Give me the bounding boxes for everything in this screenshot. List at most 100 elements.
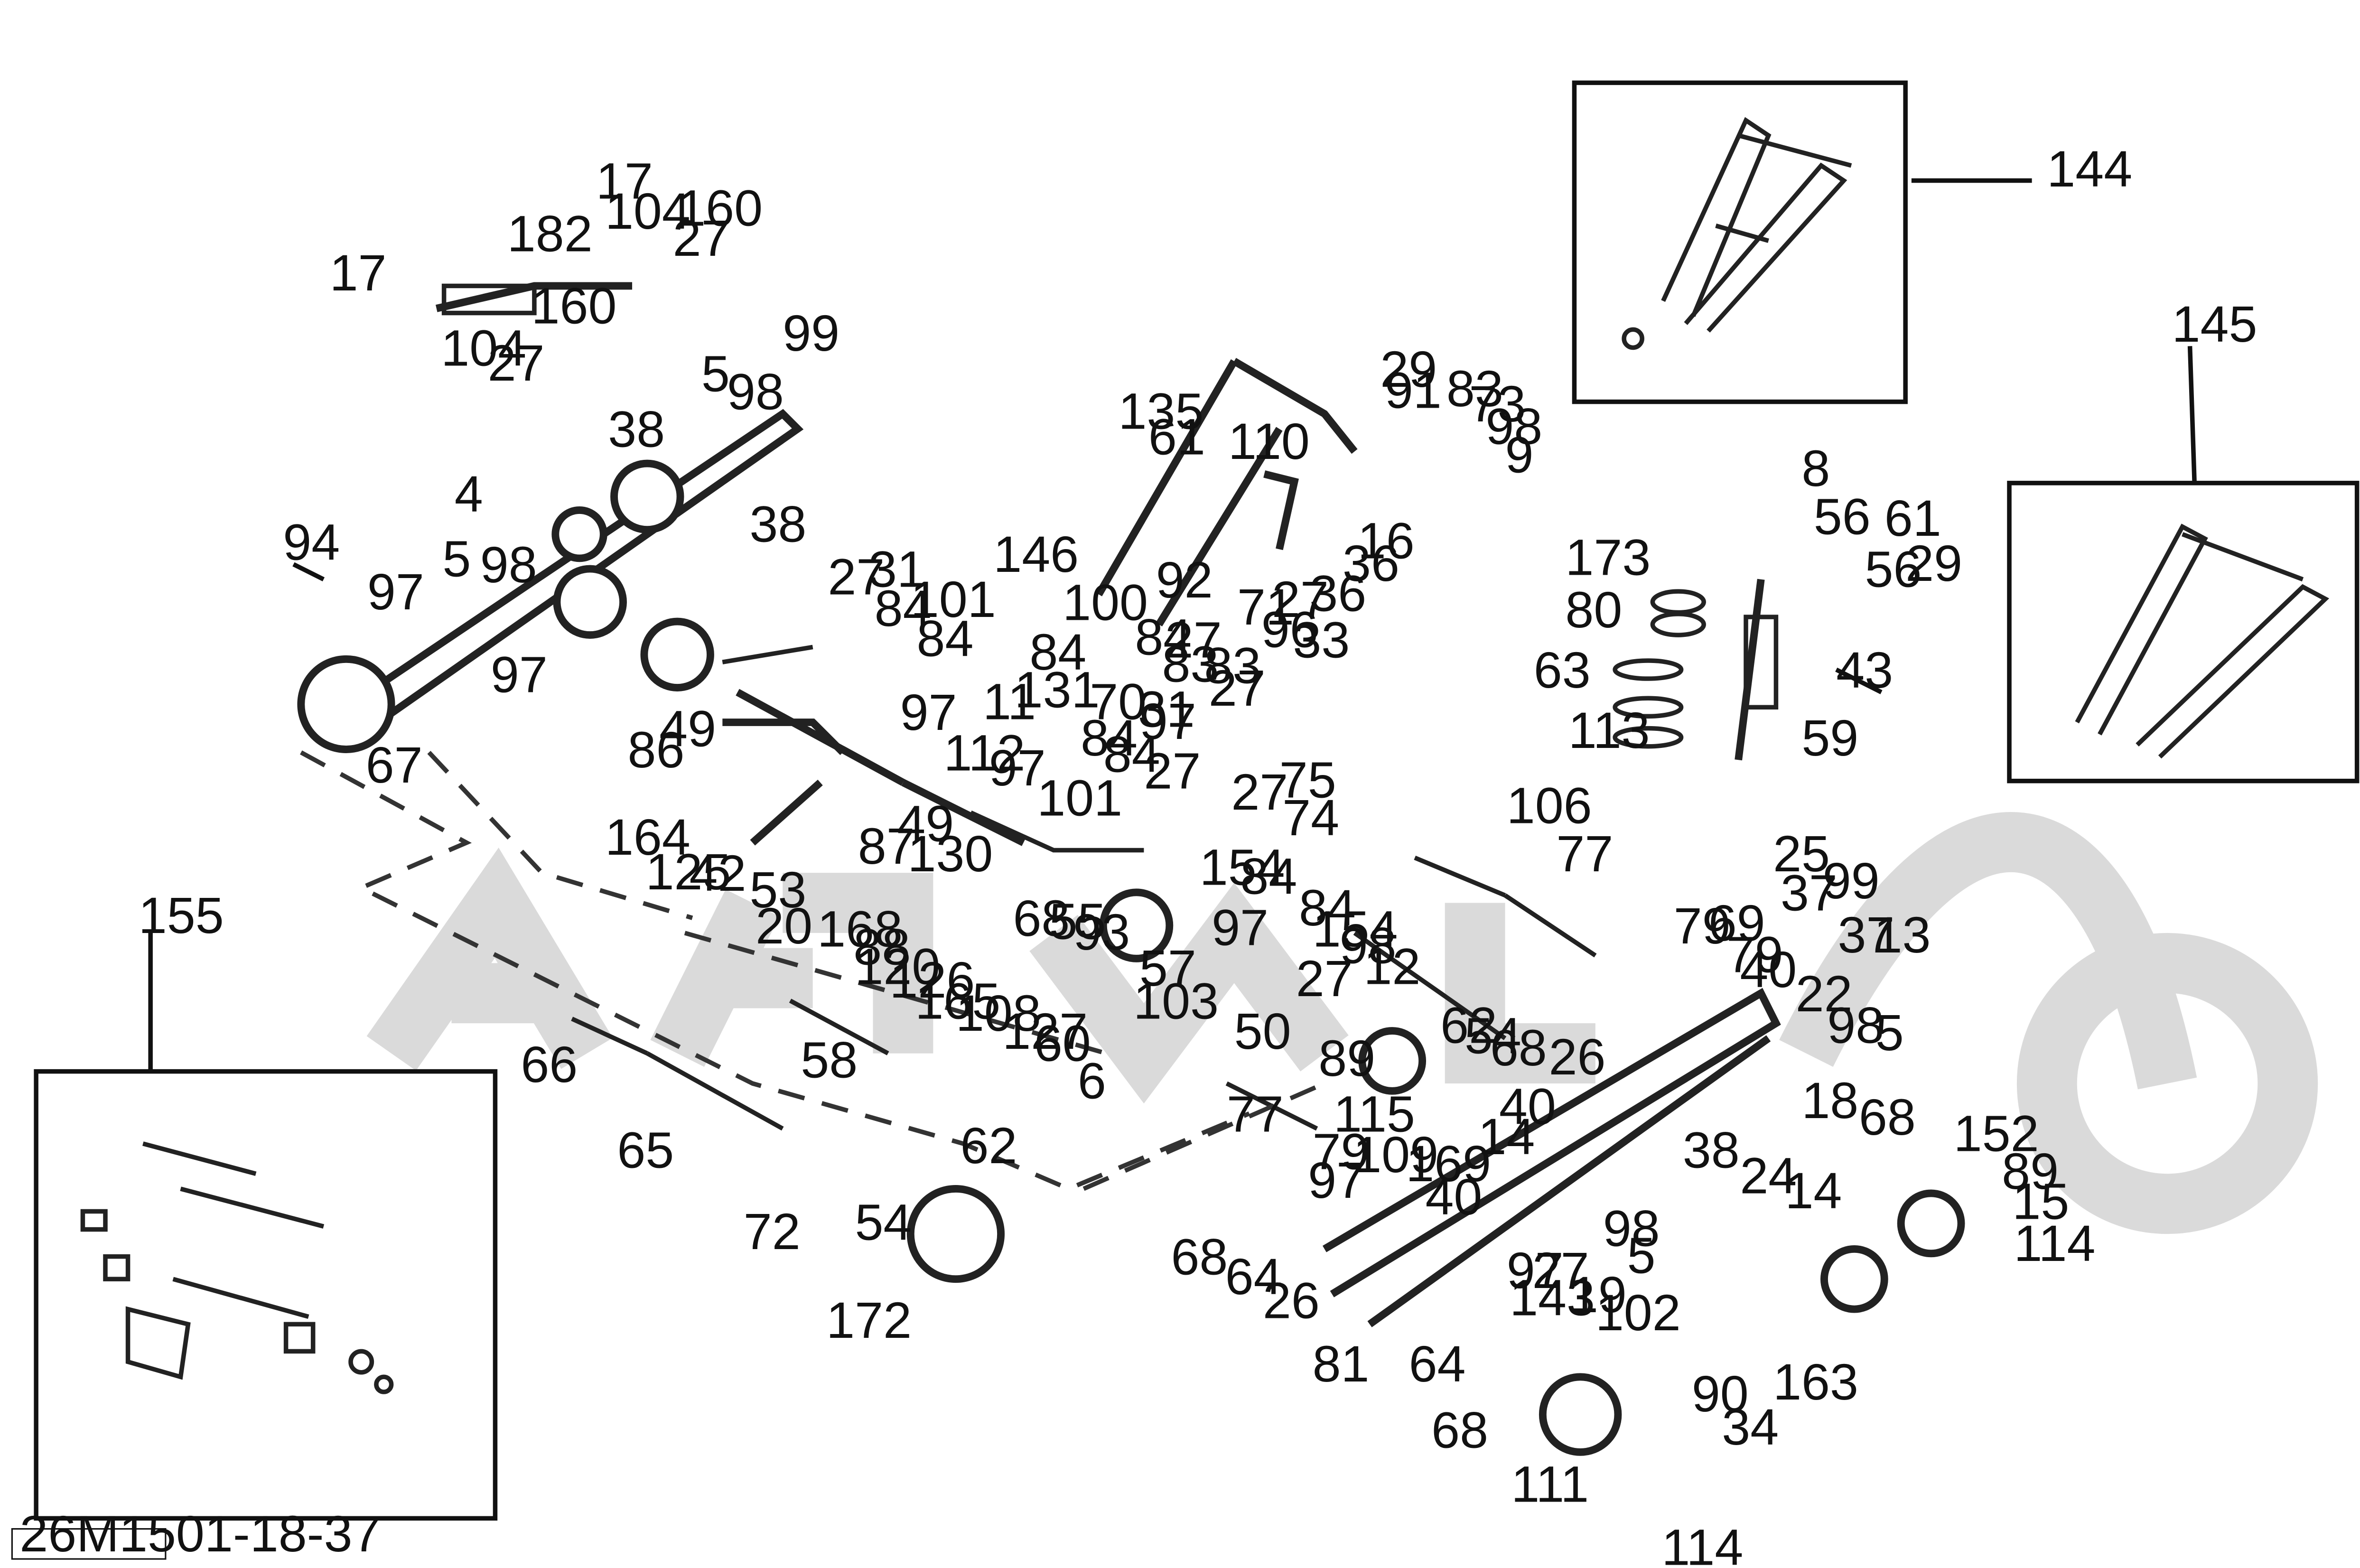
part-label: 98	[1340, 916, 1397, 974]
part-label: 97	[1308, 1151, 1365, 1209]
part-label: 38	[749, 495, 806, 553]
part-label: 98	[480, 536, 537, 593]
part-label: 98	[1603, 1199, 1660, 1257]
part-label: 14	[1785, 1162, 1842, 1219]
part-label: 22	[1796, 965, 1853, 1022]
inset-box-155	[34, 1069, 498, 1521]
part-label: 111	[1511, 1455, 1589, 1512]
part-label: 168	[817, 900, 903, 957]
part-label: 98	[1485, 397, 1542, 455]
part-label: 155	[139, 887, 224, 944]
part-label: 11	[983, 673, 1036, 730]
part-label: 67	[366, 736, 423, 793]
part-label: 73	[1469, 375, 1526, 432]
part-label: 98	[727, 363, 784, 420]
part-label: 77	[1227, 1085, 1284, 1142]
part-label: 68	[1490, 1019, 1547, 1076]
part-label: 6	[1078, 1052, 1106, 1110]
part-label: 62	[960, 1117, 1017, 1174]
part-label: 12	[1363, 938, 1420, 995]
part-label: 154	[1200, 838, 1285, 896]
part-label: 86	[628, 721, 685, 778]
part-label: 65	[617, 1121, 674, 1179]
part-label: 14	[1478, 1108, 1535, 1165]
part-label: 127	[1002, 1002, 1088, 1060]
part-label: 131	[1015, 661, 1100, 718]
part-label: 135	[1118, 383, 1203, 440]
part-label: 64	[1225, 1248, 1282, 1305]
part-label: 27	[673, 209, 730, 267]
part-label: 84	[916, 609, 973, 667]
part-label: 53	[749, 861, 806, 918]
part-label: 99	[783, 304, 840, 362]
part-label: 93	[1073, 903, 1130, 961]
part-label: 114	[1661, 1519, 1743, 1568]
part-label: 106	[1507, 776, 1592, 834]
part-label: 83	[1162, 635, 1219, 692]
part-label: 36	[1309, 564, 1366, 622]
part-label: 17	[596, 152, 653, 210]
part-label: 4	[455, 465, 483, 523]
part-label: 42	[690, 844, 746, 902]
part-label: 84	[1135, 608, 1192, 665]
part-label: 91	[1385, 361, 1442, 419]
part-label: 20	[756, 897, 812, 954]
inset-155-parts	[80, 1141, 394, 1394]
part-label: 130	[907, 825, 993, 882]
part-label: 18	[1801, 1072, 1858, 1129]
part-label: 97	[367, 563, 424, 620]
part-label: 5	[442, 530, 471, 587]
part-label: 26	[1549, 1028, 1606, 1085]
part-label: 72	[744, 1203, 801, 1260]
inset-145-frame	[2075, 523, 2330, 759]
inset-box-145	[2007, 481, 2360, 784]
part-label: 29	[1905, 534, 1962, 592]
part-label: 71	[1237, 578, 1294, 635]
leader-lines	[148, 178, 2197, 1072]
part-label: 80	[1565, 581, 1622, 638]
part-label: 54	[1465, 1007, 1521, 1064]
part-label: 97	[1212, 898, 1269, 956]
part-label: 57	[1139, 939, 1196, 997]
diagram-code: 26M1501-18-37	[19, 1505, 381, 1562]
part-label: 29	[1380, 340, 1437, 398]
part-label: 92	[1156, 551, 1213, 608]
part-label: 83	[1204, 637, 1261, 694]
part-label: 160	[677, 179, 763, 237]
part-label: 84	[1299, 879, 1356, 936]
part-label: 96	[1261, 600, 1318, 658]
part-label: 89	[1318, 1029, 1375, 1087]
part-label: 87	[858, 817, 915, 875]
top-shock	[435, 282, 633, 316]
part-label: 64	[1409, 1335, 1466, 1392]
part-label: 49	[659, 700, 716, 757]
part-label: 99	[1823, 852, 1880, 909]
part-label: 62	[1440, 996, 1497, 1054]
part-label: 54	[855, 1194, 912, 1251]
part-label: 68	[1859, 1088, 1916, 1146]
part-label: 90	[1692, 1365, 1749, 1422]
part-label: 27	[488, 334, 545, 392]
part-label: 97	[491, 646, 548, 703]
main-rails	[1322, 855, 1781, 1327]
part-label: 77	[1556, 825, 1613, 882]
part-label: 59	[1801, 709, 1858, 766]
part-label: 173	[1565, 528, 1651, 586]
part-label: 84	[1029, 623, 1086, 681]
left-rail	[297, 409, 804, 753]
part-label: 165	[915, 972, 1000, 1030]
part-label: 27	[1272, 570, 1329, 628]
part-label: 152	[1954, 1105, 2039, 1162]
part-label: 37	[1781, 864, 1838, 921]
part-label: 103	[1133, 972, 1219, 1030]
part-label: 27	[828, 548, 885, 605]
part-label: 97	[1507, 1241, 1564, 1299]
part-label: 60	[1034, 1014, 1091, 1072]
shock-absorber	[1613, 579, 1779, 761]
part-label: 114	[2014, 1214, 2096, 1272]
part-label: 17	[330, 244, 387, 301]
part-label: 25	[1773, 825, 1830, 882]
part-label: 69	[1708, 894, 1765, 952]
part-labels: 17 104 160 27 182 17 160 104 27 99 5 98 …	[139, 140, 2257, 1568]
